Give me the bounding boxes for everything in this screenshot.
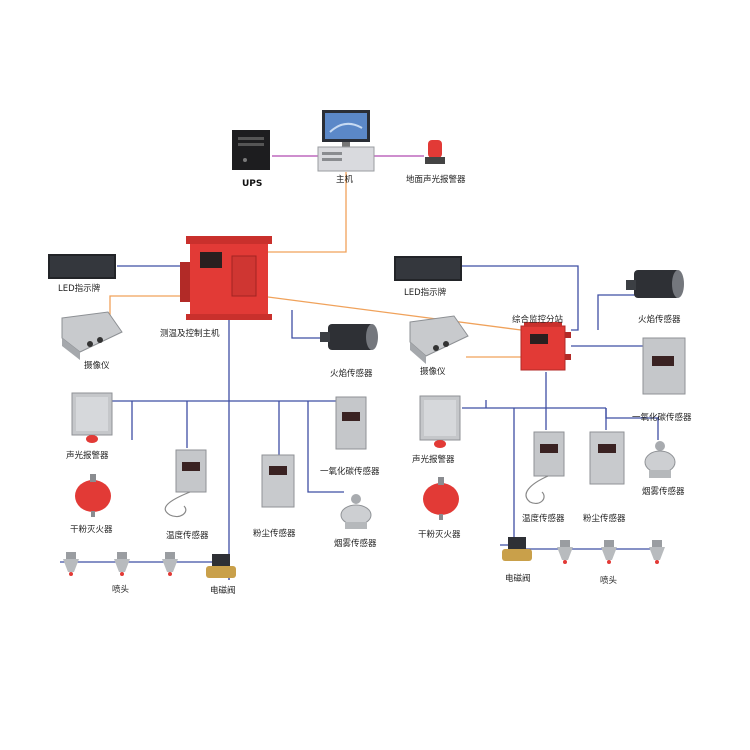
connection-lines — [60, 155, 660, 580]
nozzle-left-label: 喷头 — [112, 584, 130, 595]
alarm-left-label: 声光报警器 — [66, 450, 109, 461]
temp-right-label: 温度传感器 — [522, 513, 565, 524]
host-computer-icon — [317, 110, 375, 172]
smoke-left-label: 烟雾传感器 — [334, 538, 377, 549]
dust-left-label: 粉尘传感器 — [253, 528, 296, 539]
alarm-left-icon — [71, 392, 113, 443]
flame-sensor-right-icon — [626, 270, 684, 298]
substation-icon — [520, 322, 571, 371]
line-flame-left — [291, 310, 320, 339]
camera-left-label: 摄像仪 — [84, 360, 110, 371]
dust-sensor-right-icon — [589, 431, 625, 485]
nozzle-right-2-icon — [601, 540, 617, 564]
nozzles-right — [557, 540, 665, 564]
ups-label: UPS — [242, 179, 262, 189]
co-sensor-left-icon — [335, 396, 367, 450]
line-led-right — [462, 265, 579, 331]
line-camera-left — [109, 295, 180, 326]
line-bus-smoke-right — [605, 408, 659, 440]
valve-right-label: 电磁阀 — [505, 573, 531, 584]
line-flame-right — [597, 294, 636, 330]
co-sensor-right-icon — [642, 337, 686, 395]
extinguisher-left-icon — [75, 474, 111, 517]
smoke-sensor-left-icon — [340, 494, 372, 529]
nozzles-left — [63, 552, 178, 576]
flame-left-label: 火焰传感器 — [330, 368, 373, 379]
smoke-sensor-right-icon — [644, 441, 676, 478]
nozzle-left-3-icon — [162, 552, 178, 576]
alarm-right-icon — [419, 395, 461, 448]
led-left-label: LED指示牌 — [58, 283, 101, 294]
nozzle-right-label: 喷头 — [600, 575, 618, 586]
co-right-label: 一氧化碳传感器 — [632, 412, 692, 423]
flame-sensor-left-icon — [320, 324, 378, 350]
nozzle-left-2-icon — [114, 552, 130, 576]
ups-icon — [232, 130, 270, 170]
host-label: 主机 — [336, 174, 354, 185]
line-controller-substation — [267, 296, 522, 331]
camera-right-icon — [409, 315, 469, 364]
temp-left-label: 温度传感器 — [166, 530, 209, 541]
valve-left-icon — [206, 554, 236, 578]
temp-sensor-left-icon — [164, 449, 207, 518]
extinguisher-right-label: 干粉灭火器 — [418, 529, 461, 540]
line-bus-smoke-left — [307, 401, 344, 493]
dust-right-label: 粉尘传感器 — [583, 513, 626, 524]
valve-right-icon — [502, 537, 532, 561]
nozzle-left-1-icon — [63, 552, 79, 576]
main-controller-icon — [180, 236, 272, 320]
flame-right-label: 火焰传感器 — [638, 314, 681, 325]
led-right-label: LED指示牌 — [404, 287, 447, 298]
led-sign-right-icon — [394, 256, 462, 281]
line-host-controller — [268, 172, 347, 253]
line-bus-temp-right — [500, 408, 515, 546]
dust-sensor-left-icon — [261, 454, 295, 508]
nozzle-right-3-icon — [649, 540, 665, 564]
alarm-right-label: 声光报警器 — [412, 454, 455, 465]
camera-left-icon — [61, 311, 123, 360]
main-controller-label: 测温及控制主机 — [160, 328, 220, 339]
valve-left-label: 电磁阀 — [210, 585, 236, 596]
ground-alarm-icon — [425, 140, 445, 164]
ground-alarm-label: 地面声光报警器 — [406, 174, 466, 185]
extinguisher-right-icon — [423, 477, 459, 520]
extinguisher-left-label: 干粉灭火器 — [70, 524, 113, 535]
temp-sensor-right-icon — [525, 431, 565, 504]
camera-right-label: 摄像仪 — [420, 366, 446, 377]
led-sign-left-icon — [48, 254, 116, 279]
smoke-right-label: 烟雾传感器 — [642, 486, 685, 497]
co-left-label: 一氧化碳传感器 — [320, 466, 380, 477]
nozzle-right-1-icon — [557, 540, 573, 564]
substation-label: 综合监控分站 — [512, 314, 564, 325]
